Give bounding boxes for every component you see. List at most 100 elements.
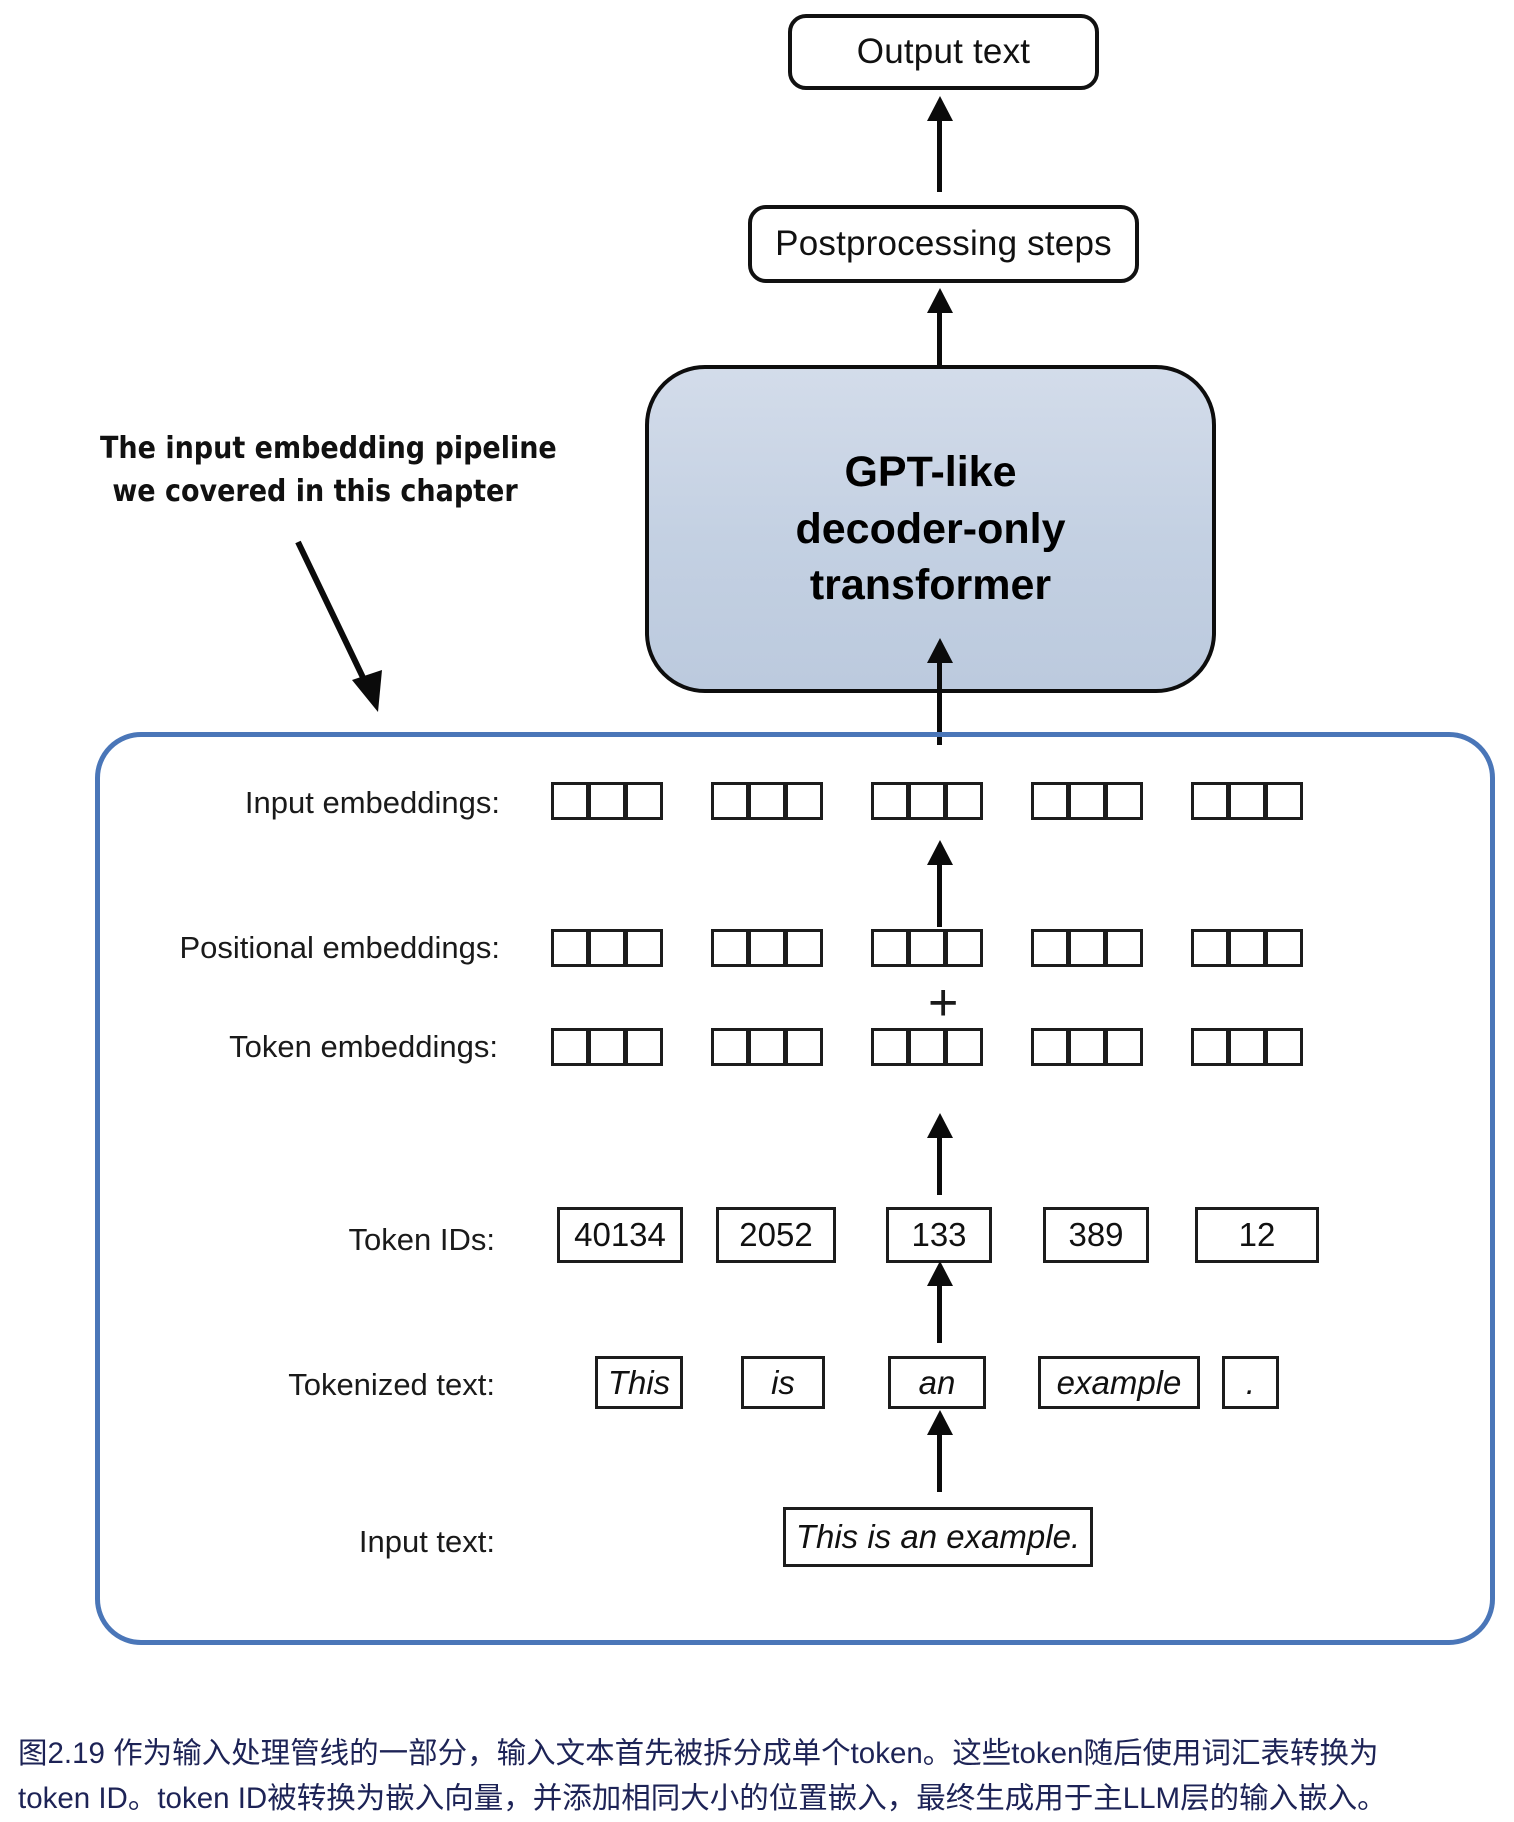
token-id-box: 12 [1195,1207,1319,1263]
positional-embeddings-group [551,929,663,967]
token-id-box: 2052 [716,1207,836,1263]
embedding-cell [748,929,786,967]
embedding-cell [711,782,749,820]
tokenized-text-label: Tokenized text: [288,1367,495,1402]
embedding-cell [908,929,946,967]
embedding-cell [588,782,626,820]
token-value: is [771,1363,795,1401]
embedding-cell [785,929,823,967]
embedding-cell [785,1028,823,1066]
output-text-box: Output text [788,14,1099,90]
embedding-cell [908,782,946,820]
transformer-line-2: decoder-only [795,504,1066,553]
embedding-cell [1068,782,1106,820]
input-text-label: Input text: [358,1524,495,1559]
embedding-cell [1105,1028,1143,1066]
positional-embeddings-label: Positional embeddings: [179,930,500,965]
embedding-cell [871,1028,909,1066]
input-embeddings-group [1031,782,1143,820]
embedding-cell [1265,1028,1303,1066]
token-id-value: 2052 [739,1216,813,1253]
embedding-cell [551,782,589,820]
token-box: an [888,1356,986,1409]
token-value: . [1245,1363,1256,1401]
token-embeddings-group [1191,1028,1303,1066]
token-value: an [918,1363,956,1401]
embedding-cell [625,929,663,967]
embedding-cell [1228,782,1266,820]
embedding-cell [1191,929,1229,967]
token-embeddings-group [1031,1028,1143,1066]
token-id-box: 40134 [557,1207,683,1263]
postprocessing-steps-label: Postprocessing steps [775,224,1112,263]
pipeline-annotation: The input embedding pipeline we covered … [100,428,557,513]
positional-embeddings-group [1031,929,1143,967]
input-embeddings-group [551,782,663,820]
embedding-cell [748,1028,786,1066]
embedding-cell [1031,782,1069,820]
embedding-cell [1265,782,1303,820]
embedding-cell [871,929,909,967]
embedding-cell [1191,1028,1229,1066]
embedding-cell [625,1028,663,1066]
annotation-line-2: we covered in this chapter [112,473,518,509]
addition-operator: + [928,974,959,1032]
token-id-value: 12 [1238,1216,1276,1253]
token-value: example [1056,1363,1182,1401]
embedding-cell [625,782,663,820]
caption-line-2: token ID。token ID被转换为嵌入向量，并添加相同大小的位置嵌入，最… [18,1781,1387,1815]
embedding-cell [1068,1028,1106,1066]
embedding-cell [1228,1028,1266,1066]
postprocessing-steps-box: Postprocessing steps [748,205,1139,283]
token-embeddings-group [551,1028,663,1066]
token-embeddings-group [871,1028,983,1066]
embedding-cell [588,929,626,967]
embedding-cell [945,929,983,967]
embedding-cell [945,1028,983,1066]
embedding-cell [785,782,823,820]
input-embedding-pipeline-container [95,732,1495,1645]
embedding-cell [1068,929,1106,967]
transformer-label-group: GPT-like decoder-only transformer [796,444,1066,614]
embedding-cell [1105,929,1143,967]
positional-embeddings-group [871,929,983,967]
input-embeddings-group [1191,782,1303,820]
token-box: is [741,1356,825,1409]
embedding-cell [1228,929,1266,967]
token-ids-label: Token IDs: [348,1222,495,1257]
token-value: This [607,1363,671,1401]
embedding-cell [711,1028,749,1066]
token-id-box: 389 [1043,1207,1149,1263]
embedding-cell [551,1028,589,1066]
token-id-box: 133 [886,1207,992,1263]
token-embeddings-label: Token embeddings: [229,1029,498,1064]
token-box: . [1222,1356,1279,1409]
token-embeddings-group [711,1028,823,1066]
embedding-cell [1265,929,1303,967]
caption-line-1: 图2.19 作为输入处理管线的一部分，输入文本首先被拆分成单个token。这些t… [18,1737,1379,1770]
embedding-cell [588,1028,626,1066]
positional-embeddings-group [1191,929,1303,967]
embedding-cell [945,782,983,820]
embedding-cell [908,1028,946,1066]
transformer-line-1: GPT-like [844,447,1017,496]
embedding-cell [1031,929,1069,967]
annotation-line-1: The input embedding pipeline [100,431,557,466]
output-text-label: Output text [856,32,1031,71]
input-embeddings-label: Input embeddings: [244,785,500,820]
positional-embeddings-group [711,929,823,967]
token-id-value: 133 [911,1216,967,1253]
input-embeddings-group [711,782,823,820]
token-box: This [595,1356,683,1409]
input-embeddings-group [871,782,983,820]
token-id-value: 40134 [574,1216,666,1253]
input-text-box: This is an example. [783,1507,1093,1567]
token-box: example [1038,1356,1200,1409]
embedding-cell [1191,782,1229,820]
embedding-cell [711,929,749,967]
figure-caption: 图2.19 作为输入处理管线的一部分，输入文本首先被拆分成单个token。这些t… [18,1732,1508,1822]
transformer-line-3: transformer [809,561,1052,610]
embedding-cell [1031,1028,1069,1066]
annotation-arrow-icon [295,540,382,712]
